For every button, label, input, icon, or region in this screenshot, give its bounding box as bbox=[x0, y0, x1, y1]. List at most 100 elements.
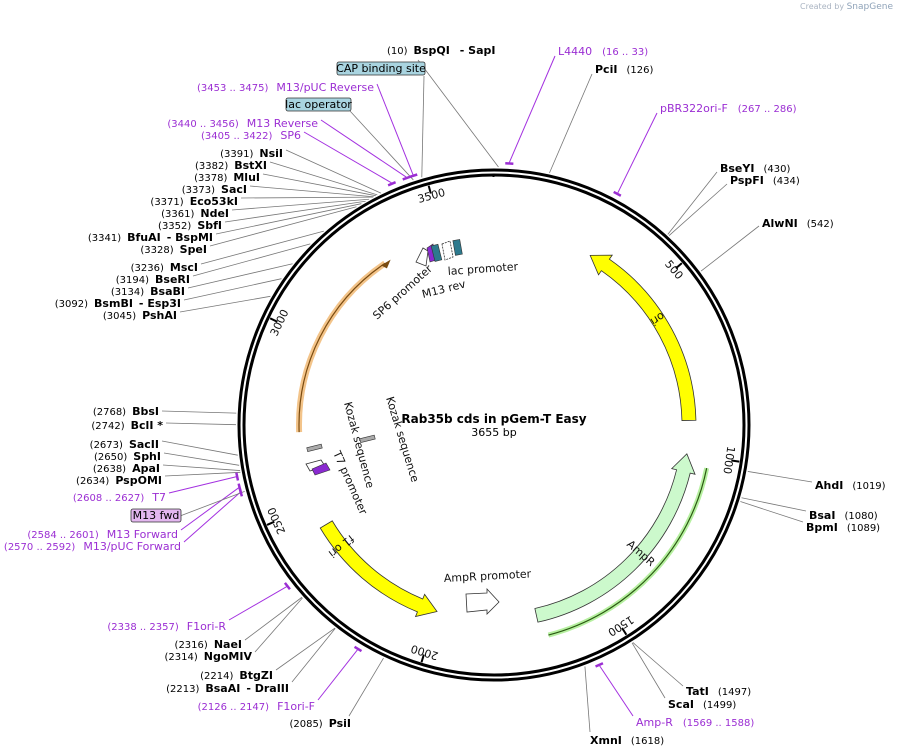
site-spei[interactable]: SpeI(3328) bbox=[140, 243, 207, 256]
site-name: BstXI bbox=[234, 159, 267, 172]
site-pspomi[interactable]: PspOMI(2634) bbox=[76, 474, 162, 487]
site-pspfi[interactable]: PspFI(434) bbox=[730, 174, 800, 187]
primer-pbr322ori-f[interactable]: pBR322ori-F(267 .. 286) bbox=[660, 102, 797, 115]
site-msci[interactable]: MscI(3236) bbox=[131, 261, 198, 274]
site-position: (2213) bbox=[166, 684, 199, 695]
site-naei[interactable]: NaeI(2316) bbox=[175, 638, 242, 651]
site-position: (430) bbox=[763, 164, 790, 175]
boxed-label-m13-fwd[interactable]: M13 fwd bbox=[130, 508, 182, 523]
site-name: BsaAI bbox=[205, 682, 240, 695]
site-leader bbox=[275, 627, 336, 671]
primer-sp6[interactable]: SP6(3405 .. 3422) bbox=[201, 129, 301, 142]
primer-m13-puc-reverse[interactable]: M13/pUC Reverse(3453 .. 3475) bbox=[197, 81, 374, 94]
site-position: (3382) bbox=[195, 161, 228, 172]
primer-f1ori-f[interactable]: F1ori-F(2126 .. 2147) bbox=[198, 700, 315, 713]
primer-m13-puc-forward[interactable]: M13/pUC Forward(2570 .. 2592) bbox=[4, 540, 181, 553]
site-leader bbox=[183, 278, 282, 301]
site-pcii[interactable]: PciI(126) bbox=[595, 63, 653, 76]
site-mlui[interactable]: MluI(3378) bbox=[194, 171, 260, 184]
site-tati[interactable]: TatI(1497) bbox=[686, 685, 751, 698]
site-leader bbox=[668, 183, 728, 236]
site-sphi[interactable]: SphI(2650) bbox=[94, 450, 161, 463]
site-bbsi[interactable]: BbsI(2768) bbox=[93, 405, 159, 418]
site-ngomiv[interactable]: NgoMIV(2314) bbox=[165, 650, 253, 663]
kozak-label-2: Kozak sequence bbox=[383, 395, 421, 484]
site-bseri[interactable]: BseRI(3194) bbox=[116, 273, 190, 286]
site-name-alt: - SapI bbox=[460, 44, 496, 57]
insert-arc-line bbox=[298, 262, 386, 433]
site-ahdi[interactable]: AhdI(1019) bbox=[815, 479, 886, 492]
t7-primer-glyph bbox=[311, 462, 331, 476]
primer-labels: L4440(16 .. 33) pBR322ori-F(267 .. 286) Am… bbox=[4, 45, 797, 729]
site-bcli[interactable]: BclI *(2742) bbox=[91, 419, 163, 432]
site-xmni[interactable]: XmnI(1618) bbox=[590, 734, 664, 747]
primer-mark bbox=[402, 175, 411, 181]
boxed-label-lac-operator[interactable]: lac operator bbox=[285, 97, 352, 112]
tick-label: 2000 bbox=[409, 642, 440, 663]
site-sbfi[interactable]: SbfI(3352) bbox=[158, 219, 222, 232]
snapgene-watermark: Created by SnapGene bbox=[800, 2, 893, 12]
site-name: BspQI bbox=[414, 44, 450, 57]
site-position: (1089) bbox=[847, 523, 880, 534]
site-sacii[interactable]: SacII(2673) bbox=[90, 438, 159, 451]
site-pshai[interactable]: PshAI(3045) bbox=[103, 309, 177, 322]
primer-m13-forward[interactable]: M13 Forward(2584 .. 2601) bbox=[27, 528, 178, 541]
site-position: (3341) bbox=[88, 233, 121, 244]
site-saci[interactable]: SacI(3373) bbox=[182, 183, 247, 196]
site-leader bbox=[162, 464, 241, 471]
lac-operator-glyph bbox=[430, 243, 443, 262]
site-position: (2638) bbox=[93, 464, 126, 475]
site-position: (3391) bbox=[220, 149, 253, 160]
feature-rab35b-cds-insert bbox=[296, 259, 391, 433]
primer-position: (2608 .. 2627) bbox=[73, 493, 145, 504]
site-name-alt: - BspMI bbox=[167, 231, 213, 244]
ampr-promoter-arrow bbox=[465, 587, 500, 615]
primer-l4440[interactable]: L4440(16 .. 33) bbox=[558, 45, 648, 58]
site-leader bbox=[667, 171, 718, 235]
primer-mark bbox=[387, 181, 397, 187]
primer-amp-r[interactable]: Amp-R(1569 .. 1588) bbox=[636, 716, 754, 729]
site-alwni[interactable]: AlwNI(542) bbox=[762, 217, 834, 230]
site-nsii[interactable]: NsiI (3391) bbox=[220, 147, 283, 160]
feature-arrow-shape bbox=[534, 453, 696, 623]
site-leader bbox=[741, 497, 807, 512]
primer-leader bbox=[168, 476, 237, 494]
boxed-label-cap-binding-site[interactable]: CAP binding site bbox=[336, 61, 426, 76]
primer-t7[interactable]: T7(2608 .. 2627) bbox=[73, 491, 166, 504]
primer-m13-reverse[interactable]: M13 Reverse(3440 .. 3456) bbox=[167, 117, 318, 130]
label-box bbox=[285, 97, 352, 112]
primer-name: pBR322ori-F bbox=[660, 102, 728, 115]
site-position: (1019) bbox=[852, 481, 885, 492]
label-box bbox=[336, 61, 426, 76]
site-psii[interactable]: PsiI(2085) bbox=[289, 717, 351, 730]
site-bsabi[interactable]: BsaBI(3134) bbox=[111, 285, 185, 298]
site-bsai[interactable]: BsaI(1080) bbox=[809, 509, 878, 522]
tick-mark bbox=[266, 520, 275, 526]
primer-position: (3453 .. 3475) bbox=[197, 83, 269, 94]
site-leader bbox=[291, 628, 336, 683]
tick-label: 1000 bbox=[720, 445, 737, 475]
site-name: NsiI bbox=[259, 147, 283, 160]
site-bpmi[interactable]: BpmI(1089) bbox=[806, 521, 880, 534]
site-position: (3378) bbox=[194, 173, 227, 184]
primer-f1ori-r[interactable]: F1ori-R(2338 .. 2357) bbox=[107, 620, 226, 633]
site-apai[interactable]: ApaI (2638) bbox=[93, 462, 160, 475]
site-bseyi[interactable]: BseYI(430) bbox=[720, 162, 790, 175]
site-scai[interactable]: ScaI(1499) bbox=[668, 698, 736, 711]
site-leader bbox=[240, 196, 373, 199]
site-name: ApaI bbox=[132, 462, 160, 475]
site-name: PshAI bbox=[142, 309, 177, 322]
site-ndei[interactable]: NdeI(3361) bbox=[161, 207, 229, 220]
site-bstxi[interactable]: BstXI (3382) bbox=[195, 159, 267, 172]
map-title: Rab35b cds in pGem-T Easy bbox=[401, 412, 586, 426]
site-eco53ki[interactable]: Eco53kI(3371) bbox=[150, 195, 238, 208]
feature-f1-ori: f1 ori bbox=[319, 520, 438, 618]
site-position: (3352) bbox=[158, 221, 191, 232]
primer-mark bbox=[283, 582, 291, 591]
site-btgzi[interactable]: BtgZI(2214) bbox=[200, 669, 273, 682]
